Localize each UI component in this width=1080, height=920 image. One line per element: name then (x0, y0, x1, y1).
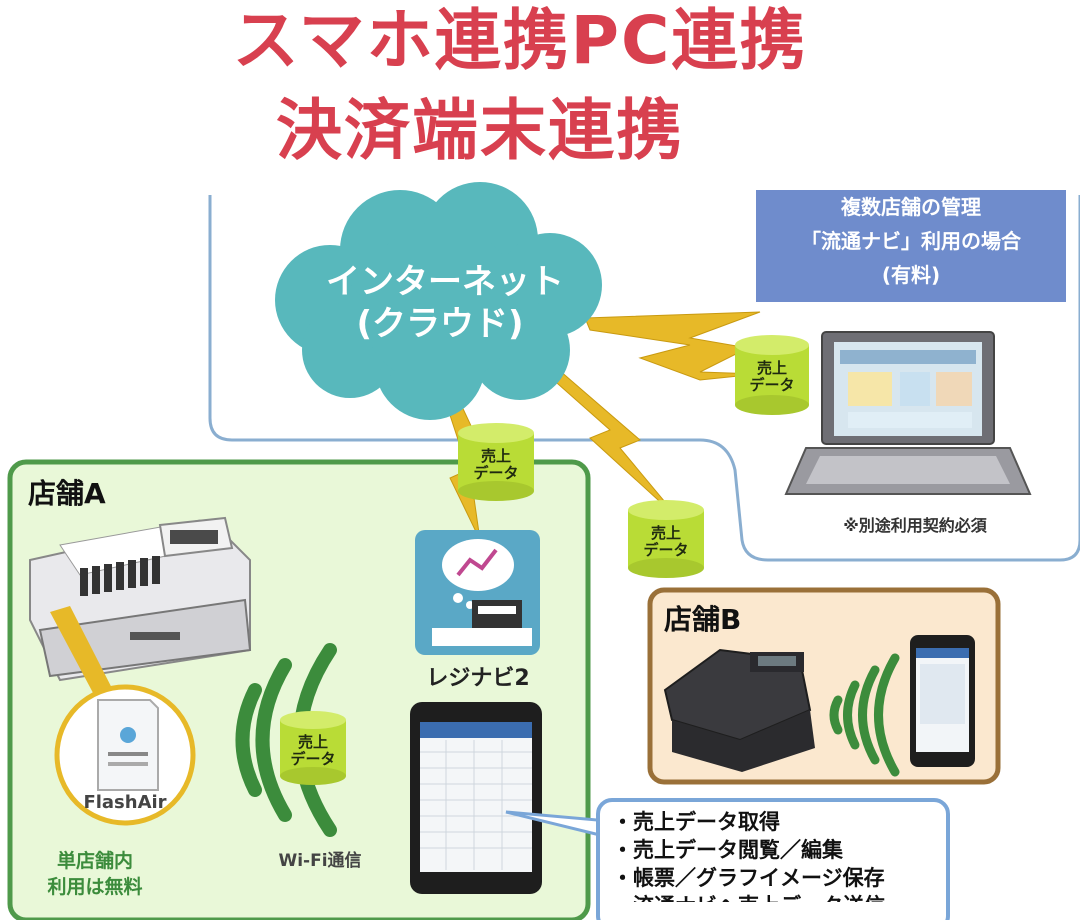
cloud-line2: (クラウド) (356, 304, 524, 344)
data-cylinders (280, 335, 809, 785)
free-use-note: 単店舗内 利用は無料 (47, 850, 143, 898)
feature-item: ・流通ナビへ売上データ送信 (612, 892, 885, 902)
pc-contract-note: ※別途利用契約必須 (843, 516, 987, 535)
lightning-to-store-b (539, 363, 681, 521)
laptop-icon (784, 331, 1032, 495)
wifi-waves-b (829, 653, 900, 777)
data-cylinder-cloud (458, 423, 534, 501)
multi-store-line2: 「流通ナビ」利用の場合 (801, 229, 1021, 253)
lightning-to-pc (584, 311, 761, 381)
data-cylinder-store-b (628, 500, 704, 578)
title-line2: 決済端末連携 (276, 92, 684, 169)
data-badge-store-b: 売上データ (643, 524, 689, 559)
reginavi2-app-icon (415, 530, 540, 655)
features-list: ・売上データ取得 ・売上データ閲覧／編集 ・帳票／グラフイメージ保存 ・流通ナビ… (612, 808, 885, 902)
multi-store-line1: 複数店舗の管理 (841, 195, 981, 219)
cash-register-b-icon (663, 648, 815, 772)
wifi-label: Wi-Fi通信 (278, 851, 362, 871)
title-line1: スマホ連携PC連携 (232, 2, 808, 79)
feature-item: ・売上データ取得 (612, 810, 780, 834)
flashair-label: FlashAir (83, 792, 167, 813)
feature-item: ・帳票／グラフイメージ保存 (612, 866, 885, 890)
data-cylinder-pc (735, 335, 809, 415)
data-badge-cloud: 売上データ (473, 447, 519, 482)
store-a-label: 店舗A (28, 477, 106, 510)
data-cylinder-wifi (280, 711, 346, 785)
smartphone-icon (910, 635, 975, 767)
reginavi2-label: レジナビ2 (426, 666, 530, 691)
network-frame (208, 195, 1080, 562)
store-b-label: 店舗B (664, 603, 742, 636)
cloud-line1: インターネット (326, 262, 564, 302)
multi-store-line3: (有料) (881, 263, 941, 287)
features-box (596, 798, 950, 920)
feature-item: ・売上データ閲覧／編集 (612, 838, 843, 862)
tablet-icon (410, 702, 542, 894)
cloud-shape (275, 182, 602, 420)
data-badge-wifi: 売上データ (290, 733, 336, 768)
sd-card-icon (97, 699, 159, 791)
data-badge-pc: 売上データ (749, 359, 795, 394)
flashair-callout-pointer (50, 606, 118, 706)
multi-store-note-box: 複数店舗の管理 「流通ナビ」利用の場合 (有料) (756, 190, 1066, 302)
